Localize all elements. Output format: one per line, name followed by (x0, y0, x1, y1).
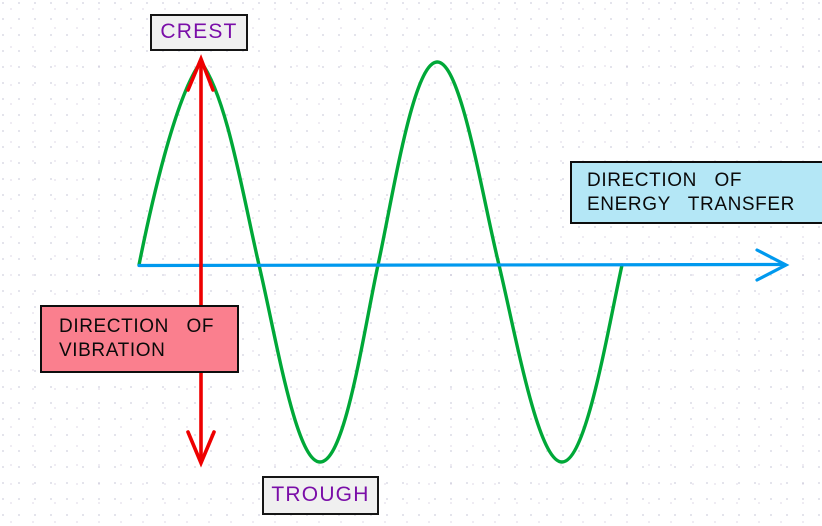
label-energy-line-2: ENERGY TRANSFER (587, 193, 795, 215)
vibration-arrowhead-down-icon (186, 430, 216, 468)
label-vibration-line-2: VIBRATION (59, 340, 166, 361)
wave-curve (137, 60, 624, 464)
label-crest: CREST (150, 14, 248, 51)
label-direction-of-vibration: DIRECTION OF VIBRATION (40, 305, 239, 373)
energy-transfer-arrowhead-icon (755, 248, 790, 282)
label-trough-text: TROUGH (271, 483, 370, 507)
label-direction-of-energy-transfer: DIRECTION OF ENERGY TRANSFER (570, 161, 822, 224)
label-energy-line-1: DIRECTION OF (587, 169, 743, 191)
energy-transfer-arrow-line (137, 262, 785, 268)
vibration-arrowhead-up-icon (186, 54, 215, 92)
label-vibration-line-1: DIRECTION OF (59, 316, 215, 338)
label-trough: TROUGH (262, 476, 379, 515)
label-crest-text: CREST (160, 20, 238, 44)
